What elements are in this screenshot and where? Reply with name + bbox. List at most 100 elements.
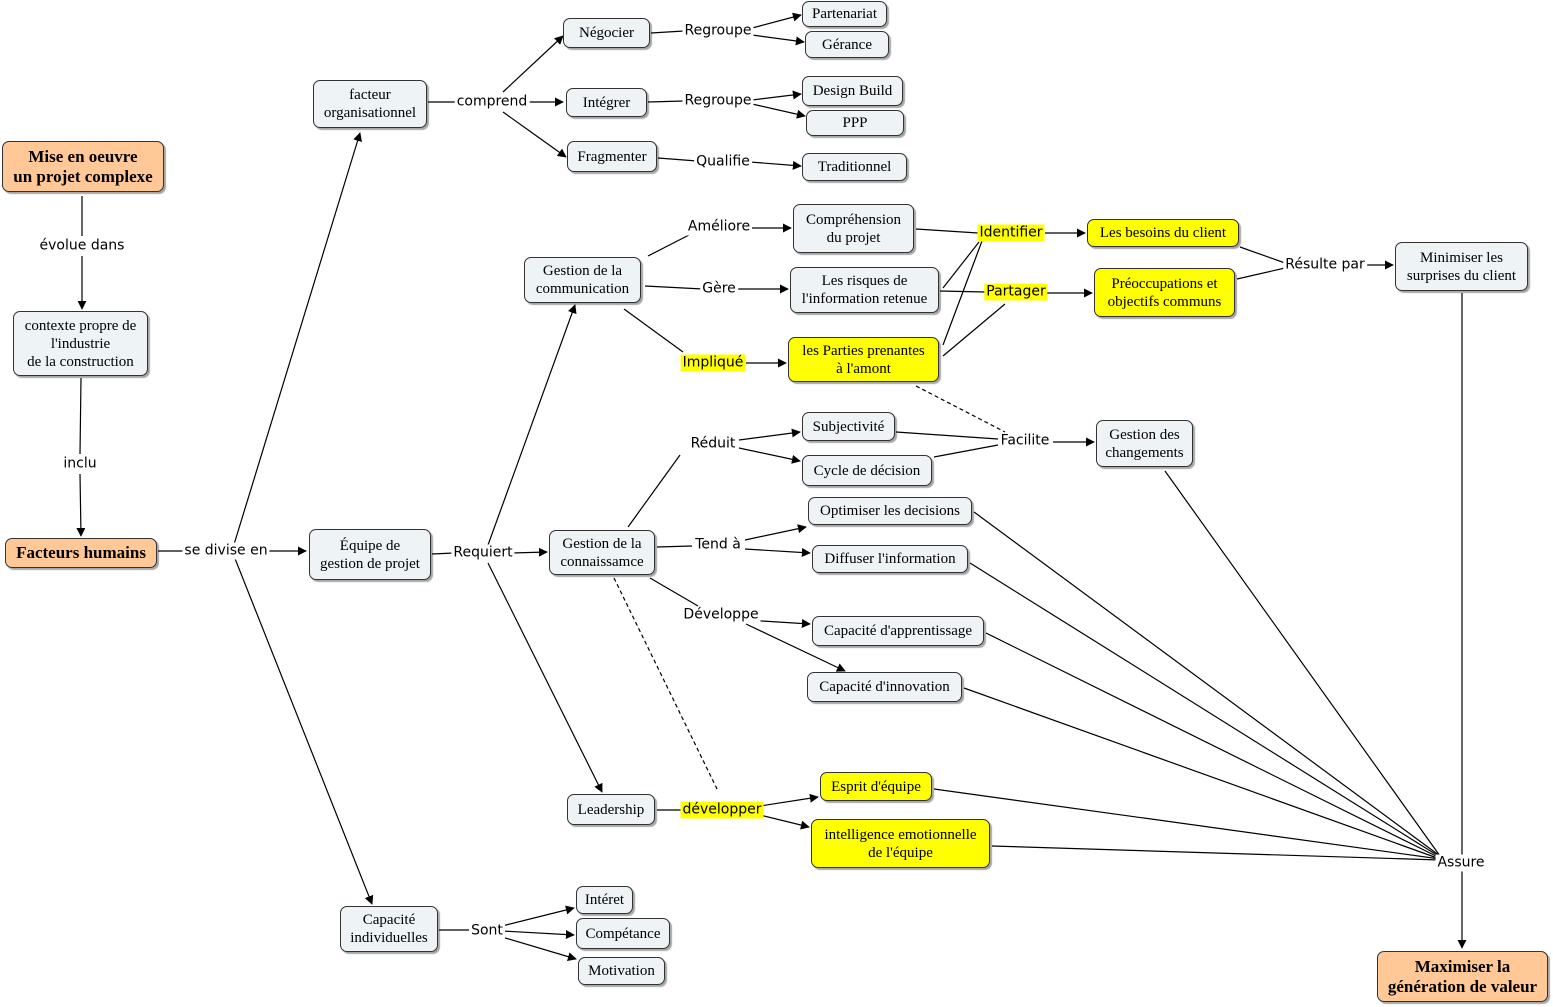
node-diffuser-information[interactable]: Diffuser l'information [812,545,968,573]
edge-developper-esprit [759,793,819,807]
edge-intelligence-assure [991,845,1441,861]
node-facteurs-humains[interactable]: Facteurs humains [5,538,157,568]
link-label-resulte-par: Résulte par [1283,256,1367,274]
edge-parties-facilite-dashed [915,385,1006,433]
edge-innovation-assure [963,687,1441,860]
link-label-developpe: Développe [681,606,761,624]
node-fragmenter[interactable]: Fragmenter [567,141,657,172]
link-label-tend-a: Tend à [693,536,743,554]
node-intelligence-emotionnelle[interactable]: intelligence emotionnelle de l'équipe [811,819,990,868]
node-minimiser-surprises[interactable]: Minimiser les surprises du client [1395,242,1528,291]
node-traditionnel[interactable]: Traditionnel [802,153,907,181]
edge-divise-facteur-org [231,132,362,552]
node-cycle-decision[interactable]: Cycle de décision [802,455,932,486]
link-label-gere: Gère [700,280,738,298]
edge-conn-developpe [649,577,699,607]
edge-sont-interet [501,905,575,927]
node-contexte-construction[interactable]: contexte propre de l'industrie de la con… [13,311,148,376]
edge-integrer-regroupe [647,100,685,103]
edge-risques-identifier [942,241,980,289]
edge-regroupe-gerance [751,34,805,46]
edge-equipe-requiert [431,552,455,555]
node-capacite-apprentissage[interactable]: Capacité d'apprentissage [812,616,984,646]
link-label-assure: Assure [1435,854,1487,872]
edge-reduit-subjectivite [738,428,801,441]
node-equipe-gestion[interactable]: Équipe de gestion de projet [309,529,431,580]
node-gestion-connaissance[interactable]: Gestion de la connaissamce [549,530,655,575]
node-risques-information[interactable]: Les risques de l'information retenue [790,267,939,313]
edge-contexte-inclu [79,377,82,455]
node-ppp[interactable]: PPP [806,110,904,136]
node-parties-prenantes[interactable]: les Parties prenantes à l'amont [788,337,939,382]
edge-subjectivite-facilite [895,431,999,440]
link-label-inclu: inclu [61,455,99,473]
node-maximiser-valeur[interactable]: Maximiser la génération de valeur [1377,951,1548,1002]
edge-inclu-facteurs [76,473,86,537]
edge-risques-partager [939,290,986,293]
edge-comprend-fragmenter [502,111,567,158]
link-label-reduit: Réduit [688,435,738,453]
link-label-comprend: comprend [454,93,530,111]
edge-fragmenter-qualifie [657,157,698,162]
edge-regroupe-ppp [751,103,806,119]
edge-regroupe-partenariat [751,12,802,29]
edge-sont-motivation [501,936,577,962]
edge-comm-gere [644,285,704,290]
node-gestion-communication[interactable]: Gestion de la communication [524,257,641,303]
link-label-evolue-dans: évolue dans [37,237,127,255]
edge-optimiser-assure [973,511,1441,857]
node-mise-en-oeuvre[interactable]: Mise en oeuvre un projet complexe [2,141,164,192]
edge-conn-reduit [627,454,681,528]
link-label-implique: Impliqué [680,354,746,372]
edge-divise-capacite [231,550,374,905]
edge-sont-competance [501,930,575,940]
edge-comm-ameliore [647,234,690,257]
link-label-qualifie: Qualifie [694,153,752,171]
edge-besoins-resulte [1239,246,1286,264]
edge-parties-identifier [942,240,983,346]
link-label-se-divise-en: se divise en [182,542,270,560]
edge-comprend-negocier [502,35,564,93]
link-label-ameliore: Améliore [685,218,753,236]
edge-diffuser-assure [969,562,1441,858]
edge-negocier-regroupe [650,30,685,34]
node-subjectivite[interactable]: Subjectivité [802,412,895,441]
node-optimiser-decisions[interactable]: Optimiser les decisions [808,497,972,525]
edge-preoccupations-resulte [1236,267,1286,280]
link-label-requiert: Requiert [451,544,515,562]
node-esprit-equipe[interactable]: Esprit d'équipe [820,772,932,801]
edge-requiert-connaissance [511,547,548,557]
node-capacite-individuelles[interactable]: Capacité individuelles [340,906,438,952]
node-integrer[interactable]: Intégrer [566,88,647,117]
edge-parties-partager [942,303,1006,357]
node-leadership[interactable]: Leadership [567,794,655,825]
edge-apprentissage-assure [985,632,1441,859]
edge-comprehension-identifier [915,228,979,234]
node-interet[interactable]: Intéret [576,886,633,914]
edge-cycle-facilite [933,444,999,458]
edge-comm-implique [623,308,684,353]
node-besoins-client[interactable]: Les besoins du client [1087,219,1239,247]
node-motivation[interactable]: Motivation [578,957,665,985]
node-negocier[interactable]: Négocier [563,18,650,48]
node-gestion-changements[interactable]: Gestion des changements [1096,420,1193,467]
edge-qualifie-traditionnel [749,160,802,170]
node-capacite-innovation[interactable]: Capacité d'innovation [807,672,962,702]
node-facteur-organisationnel[interactable]: facteur organisationnel [313,80,427,128]
edge-requiert-leadership [487,562,603,793]
link-label-regroupe-2: Regroupe [682,92,754,110]
node-competance[interactable]: Compétance [576,918,670,949]
edge-esprit-assure [933,788,1441,860]
node-preoccupations[interactable]: Préoccupations et objectifs communs [1094,268,1235,317]
node-gerance[interactable]: Gérance [805,31,889,58]
link-label-regroupe-1: Regroupe [682,22,754,40]
node-partenariat[interactable]: Partenariat [802,1,887,27]
link-label-identifier: Identifier [977,224,1045,242]
edge-developper-intelligence [759,814,810,830]
node-comprehension-projet[interactable]: Compréhension du projet [793,204,914,253]
node-design-build[interactable]: Design Build [802,76,903,106]
edge-changements-assure [1164,470,1441,857]
edge-reduit-cycle [738,447,801,464]
link-label-partager: Partager [984,283,1048,301]
